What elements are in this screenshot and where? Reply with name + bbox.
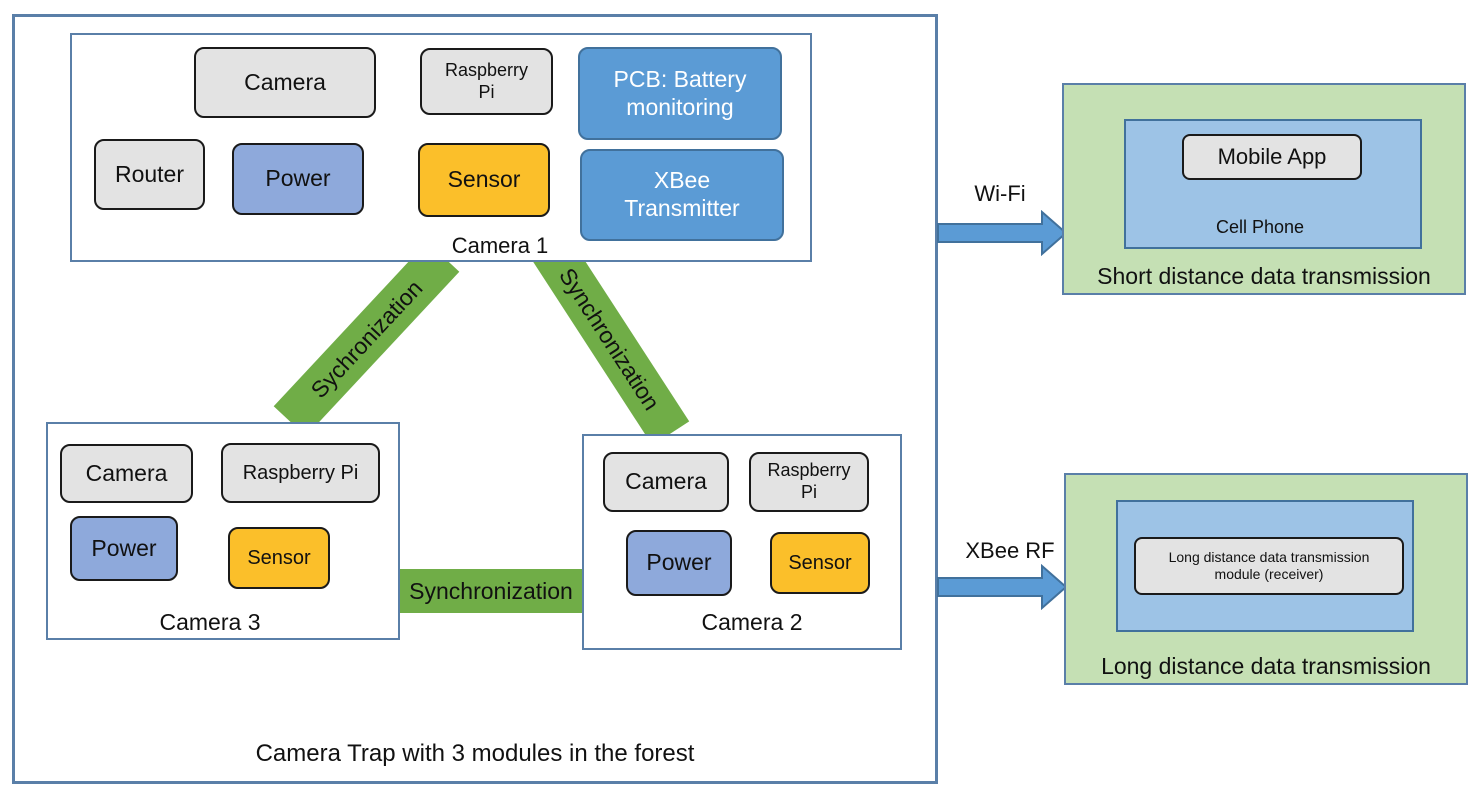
camera3-label: Camera 3 [159, 609, 261, 635]
mobile-app-box: Mobile App [1182, 134, 1362, 180]
camera1-pcb-box: PCB: Battery monitoring [578, 47, 782, 140]
camera3-sensor-box: Sensor [228, 527, 330, 589]
camera-trap-label: Camera Trap with 3 modules in the forest [255, 740, 695, 767]
camera2-power-box: Power [626, 530, 732, 596]
receiver-module-box: Long distance data transmission module (… [1134, 537, 1404, 595]
sync-band-bottom: Synchronization [395, 569, 587, 613]
xbee-rf-arrow-label: XBee RF [965, 538, 1055, 563]
camera3-power-box: Power [70, 516, 178, 581]
xbee-rf-arrow [937, 564, 1068, 610]
wifi-arrow-label: Wi-Fi [974, 181, 1026, 206]
camera2-camera-box: Camera [603, 452, 729, 512]
camera1-label: Camera 1 [451, 233, 549, 258]
camera1-power-box: Power [232, 143, 364, 215]
camera2-sensor-box: Sensor [770, 532, 870, 594]
wifi-arrow [937, 210, 1068, 256]
long-distance-label: Long distance data transmission [1101, 653, 1431, 679]
cell-phone-label: Cell Phone [1215, 217, 1305, 237]
camera2-label: Camera 2 [701, 609, 803, 635]
camera2-raspberry-pi-box: Raspberry Pi [749, 452, 869, 512]
sync-label-bottom: Synchronization [409, 577, 573, 604]
camera1-router-box: Router [94, 139, 205, 210]
camera3-camera-box: Camera [60, 444, 193, 503]
camera1-raspberry-pi-box: Raspberry Pi [420, 48, 553, 115]
camera3-raspberry-pi-box: Raspberry Pi [221, 443, 380, 503]
short-distance-label: Short distance data transmission [1097, 263, 1431, 289]
camera1-xbee-box: XBee Transmitter [580, 149, 784, 241]
camera1-sensor-box: Sensor [418, 143, 550, 217]
camera1-camera-box: Camera [194, 47, 376, 118]
